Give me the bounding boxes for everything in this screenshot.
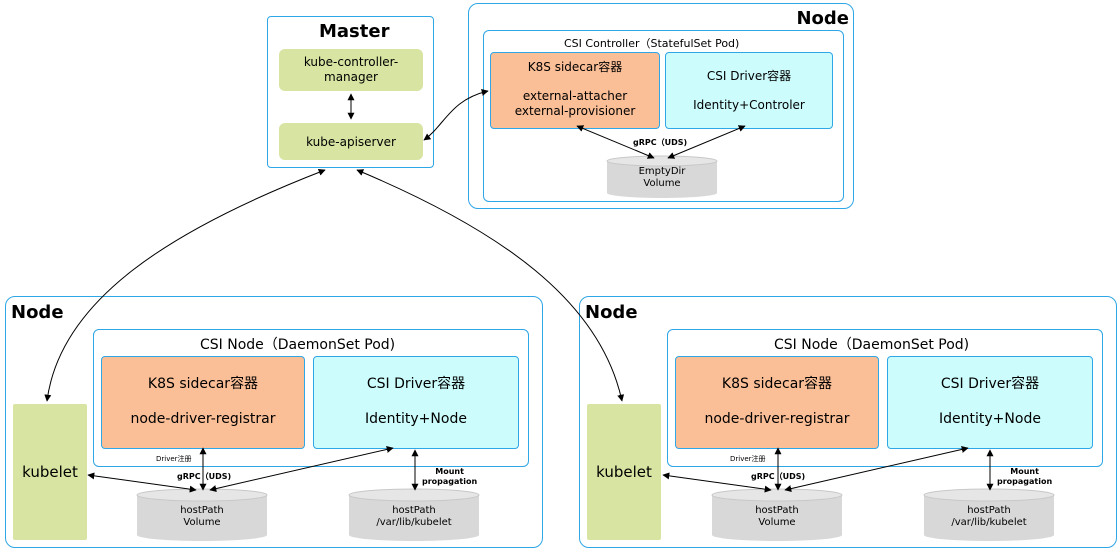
apiserver-left-kubelet-arrow (44, 169, 326, 402)
right-csi-node-pod: CSI Node（DaemonSet Pod) K8S sidecar容器 no… (667, 329, 1103, 467)
apiserver-sidecar-arrow (423, 89, 489, 141)
right-driver-reg-label: Driver注册 (730, 455, 766, 463)
left-kubelet-label: kubelet (22, 463, 78, 481)
right-hostpath-kubelet-label: hostPath /var/lib/kubelet (951, 505, 1027, 528)
kube-controller-manager-label: kube-controller- manager (303, 55, 399, 84)
kube-apiserver-label: kube-apiserver (306, 134, 396, 149)
right-csi-node-pod-title: CSI Node（DaemonSet Pod) (774, 337, 970, 353)
top-grpc-left-arrow (576, 125, 655, 159)
right-mount-label: Mount propagation (997, 467, 1053, 486)
right-driver-title: CSI Driver容器 (940, 376, 1040, 392)
right-driver-container: CSI Driver容器 Identity+Node (887, 356, 1093, 449)
top-grpc-label: gRPC（UDS) (633, 138, 688, 147)
master-title: Master (319, 21, 390, 42)
left-mount-label: Mount propagation (422, 467, 478, 486)
left-kubelet-volume-arrow (87, 472, 197, 493)
right-kubelet-label: kubelet (596, 463, 652, 481)
controller-sidecar-title: K8S sidecar容器 (527, 60, 623, 74)
right-hostpath-volume-label: hostPath Volume (755, 505, 799, 528)
left-hostpath-volume-label: hostPath Volume (180, 505, 224, 528)
master-frame: Master kube-controller- manager kube-api… (267, 16, 434, 168)
kube-controller-manager: kube-controller- manager (279, 49, 423, 91)
right-sidecar-body: node-driver-registrar (704, 411, 850, 427)
right-driver-volume-arrow (784, 445, 969, 493)
top-grpc-right-arrow (667, 125, 746, 159)
controller-sidecar-body: external-attacher external-provisioner (514, 89, 636, 118)
apiserver-right-kubelet-arrow (356, 169, 625, 402)
controller-driver-body: Identity+Controler (693, 98, 805, 112)
left-kubelet: kubelet (13, 404, 87, 540)
right-kubelet: kubelet (587, 404, 661, 540)
controller-driver-container: CSI Driver容器 Identity+Controler (665, 52, 833, 129)
right-kubelet-volume-arrow (662, 472, 772, 493)
controller-sidecar-container: K8S sidecar容器 external-attacher external… (490, 52, 660, 129)
emptydir-volume-label: EmptyDir Volume (638, 166, 686, 189)
left-driver-body: Identity+Node (365, 411, 467, 427)
right-sidecar-container: K8S sidecar容器 node-driver-registrar (675, 356, 879, 449)
top-node-title: Node (796, 8, 849, 29)
right-driver-body: Identity+Node (939, 411, 1041, 427)
left-sidecar-body: node-driver-registrar (130, 411, 276, 427)
csi-controller-pod-title: CSI Controller（StatefulSet Pod) (564, 37, 740, 50)
right-sidecar-title: K8S sidecar容器 (721, 376, 833, 392)
kube-apiserver: kube-apiserver (279, 123, 423, 160)
left-grpc-label: gRPC（UDS) (177, 472, 232, 481)
left-hostpath-kubelet-label: hostPath /var/lib/kubelet (376, 505, 452, 528)
controller-driver-title: CSI Driver容器 (706, 69, 792, 83)
left-driver-reg-label: Driver注册 (156, 455, 192, 463)
right-grpc-label: gRPC（UDS) (751, 472, 806, 481)
left-driver-volume-arrow (209, 445, 394, 493)
